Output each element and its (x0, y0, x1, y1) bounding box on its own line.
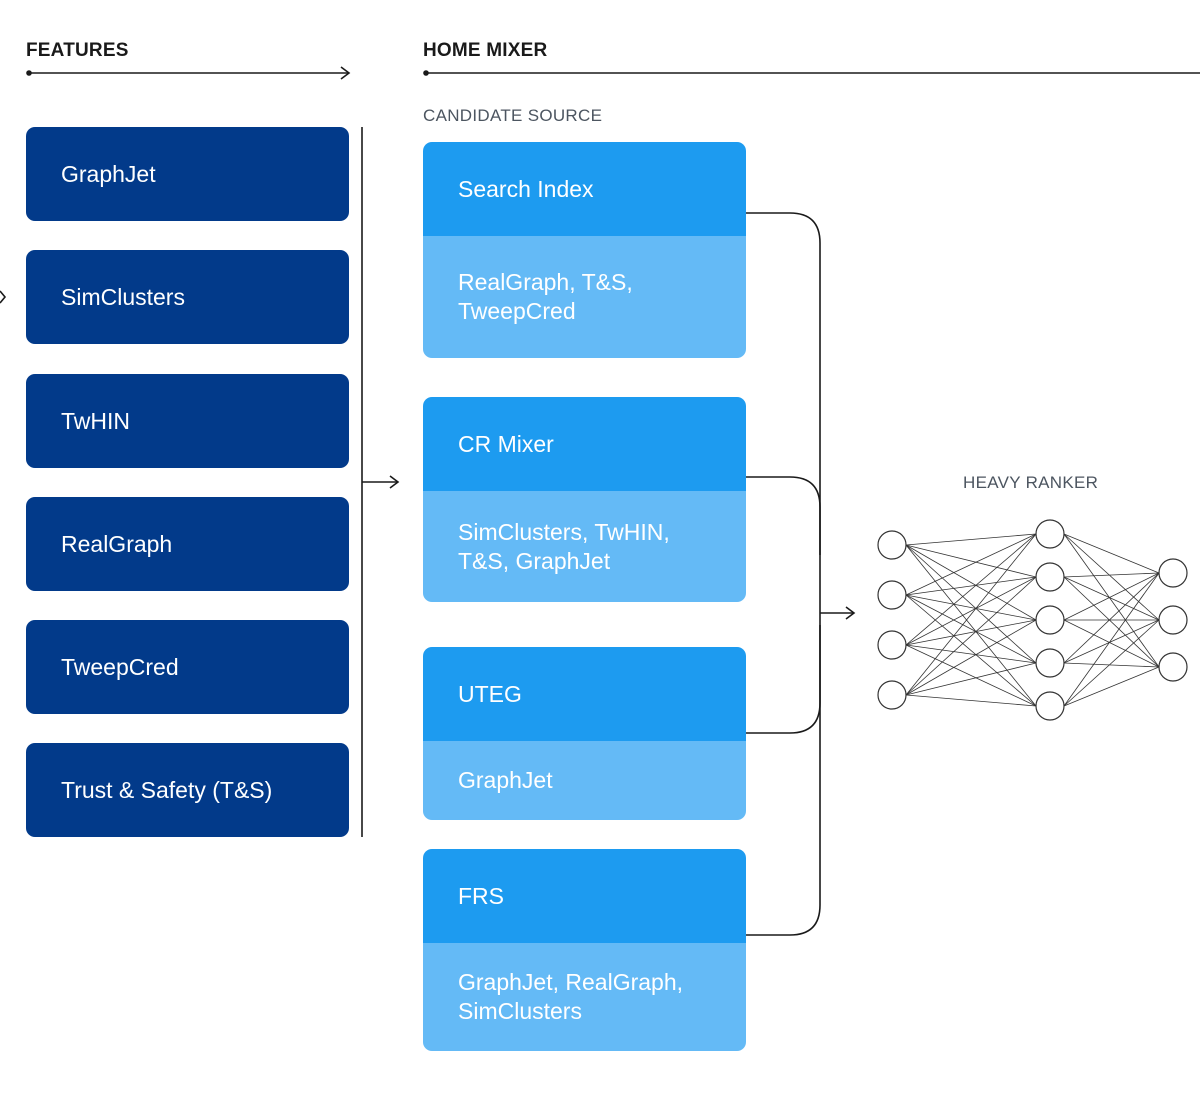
features-title: FEATURES (26, 40, 129, 61)
nn-node (1035, 519, 1065, 549)
nn-node (1158, 558, 1188, 588)
nn-edge (905, 644, 1037, 664)
nn-edge (1063, 576, 1160, 621)
nn-edge (905, 544, 1037, 664)
source-features: SimClusters, TwHIN, T&S, GraphJet (423, 491, 746, 602)
source-features: GraphJet, RealGraph, SimClusters (423, 943, 746, 1051)
frs-connector (746, 625, 821, 936)
nn-edge (905, 576, 1037, 596)
feature-trust-and-safety: Trust & Safety (T&S) (26, 743, 349, 837)
nn-edge (905, 533, 1037, 546)
source-card-cr-mixer: CR Mixer SimClusters, TwHIN, T&S, GraphJ… (423, 397, 746, 602)
nn-edge (1063, 666, 1160, 707)
nn-edge (905, 544, 1037, 621)
feature-realgraph: RealGraph (26, 497, 349, 591)
uteg-connector (746, 625, 821, 734)
source-name: FRS (423, 849, 746, 943)
source-card-search-index: Search Index RealGraph, T&S, TweepCred (423, 142, 746, 358)
feature-twhin: TwHIN (26, 374, 349, 468)
nn-edge (905, 576, 1037, 696)
source-card-uteg: UTEG GraphJet (423, 647, 746, 820)
nn-node (877, 680, 907, 710)
source-name: Search Index (423, 142, 746, 236)
source-features: RealGraph, T&S, TweepCred (423, 236, 746, 358)
nn-node (1035, 562, 1065, 592)
source-name: CR Mixer (423, 397, 746, 491)
features-arrow-head (340, 66, 351, 80)
neural-network-diagram (877, 519, 1188, 721)
nn-edge (905, 594, 1037, 664)
nn-edge (905, 594, 1037, 621)
nn-edge (905, 644, 1037, 707)
nn-edge (1063, 572, 1160, 621)
nn-node (1035, 648, 1065, 678)
candidate-source-label: CANDIDATE SOURCE (423, 106, 603, 125)
nn-edge (905, 576, 1037, 646)
nn-edge (1063, 619, 1160, 668)
feature-tweepcred: TweepCred (26, 620, 349, 714)
nn-edge (1063, 572, 1160, 664)
nn-edge (905, 533, 1037, 596)
features-to-sources-arrowhead (389, 475, 400, 489)
nn-node (877, 630, 907, 660)
nn-edge (905, 619, 1037, 646)
nn-node (877, 580, 907, 610)
nn-edge (1063, 533, 1160, 621)
source-card-frs: FRS GraphJet, RealGraph, SimClusters (423, 849, 746, 1051)
nn-edge (905, 694, 1037, 707)
nn-edge (1063, 576, 1160, 668)
nn-edge (905, 594, 1037, 707)
nn-edge (905, 662, 1037, 696)
nn-edge (1063, 572, 1160, 707)
cr-mixer-connector (746, 476, 821, 555)
nn-edge (1063, 619, 1160, 664)
nn-node (1158, 652, 1188, 682)
nn-node (1035, 691, 1065, 721)
merge-to-ranker-arrowhead (845, 606, 856, 620)
nn-edge (905, 619, 1037, 696)
nn-edge (1063, 533, 1160, 668)
nn-edge (1063, 533, 1160, 574)
source-features: GraphJet (423, 741, 746, 820)
heavy-ranker-label: HEAVY RANKER (963, 473, 1099, 492)
feature-simclusters: SimClusters (26, 250, 349, 344)
nn-edge (905, 533, 1037, 646)
incoming-arrow-head (0, 290, 7, 304)
nn-edge (905, 544, 1037, 578)
nn-edge (1063, 662, 1160, 668)
home-mixer-title: HOME MIXER (423, 40, 548, 61)
nn-edge (905, 533, 1037, 696)
search-index-connector (746, 212, 821, 540)
features-arrow-tail (26, 70, 32, 76)
nn-edge (1063, 572, 1160, 578)
nn-node (1035, 605, 1065, 635)
nn-edge (905, 544, 1037, 707)
nn-node (877, 530, 907, 560)
feature-graphjet: GraphJet (26, 127, 349, 221)
home-mixer-rule-tail (423, 70, 429, 76)
source-name: UTEG (423, 647, 746, 741)
nn-node (1158, 605, 1188, 635)
nn-edge (1063, 619, 1160, 707)
